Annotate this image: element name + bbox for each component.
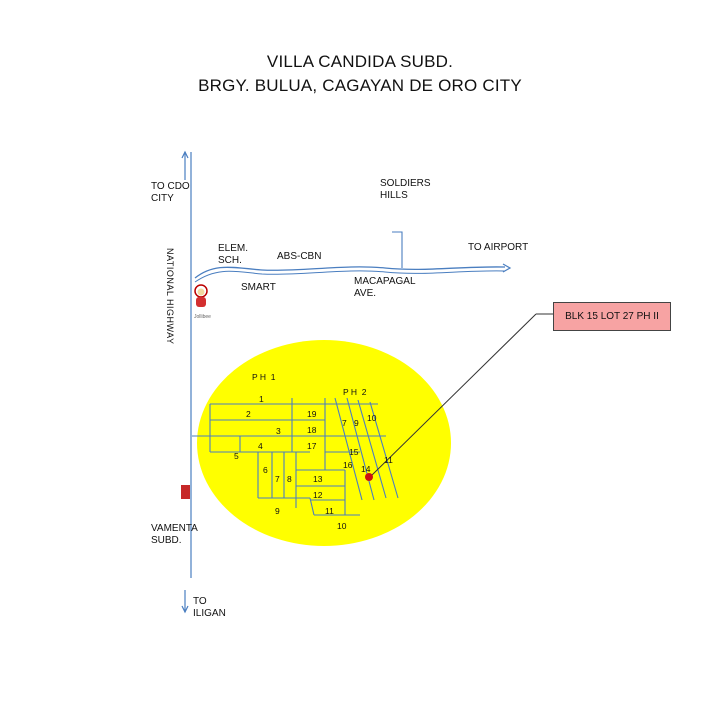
- soldiers-hills-road: [392, 231, 403, 268]
- callout-leader-line: [369, 313, 537, 478]
- vamenta-marker-icon: [181, 485, 190, 499]
- block-label: 9: [275, 506, 280, 516]
- block-label: 15: [349, 447, 359, 457]
- jollibee-caption: Jollibee: [194, 314, 211, 320]
- block-label: 12: [313, 490, 323, 500]
- block-label: 7: [275, 474, 280, 484]
- arrow-down-icon: [181, 605, 189, 614]
- macapagal-avenue-road: [194, 266, 506, 279]
- block-label: 3: [276, 426, 281, 436]
- block-label: 17: [307, 441, 317, 451]
- label-to-cdo-city: TO CDO CITY: [151, 181, 190, 204]
- block-label: 9: [354, 418, 359, 428]
- lot-location-marker: [365, 473, 373, 481]
- subdivision-area: [197, 340, 451, 546]
- lot-callout-box: BLK 15 LOT 27 PH II: [553, 302, 671, 331]
- label-phase-1: P H 1: [252, 372, 276, 382]
- label-national-highway: NATIONAL HIGHWAY: [165, 248, 175, 345]
- block-label: 16: [343, 460, 353, 470]
- label-phase-2: P H 2: [343, 387, 367, 397]
- block-label: 7: [342, 418, 347, 428]
- block-label: 10: [337, 521, 347, 531]
- block-label: 6: [263, 465, 268, 475]
- label-smart: SMART: [241, 282, 276, 293]
- block-label: 4: [258, 441, 263, 451]
- block-label: 10: [367, 413, 377, 423]
- label-soldiers-hills: SOLDIERS HILLS: [380, 178, 431, 201]
- block-label: 19: [307, 409, 317, 419]
- block-label: 2: [246, 409, 251, 419]
- label-macapagal-ave: MACAPAGAL AVE.: [354, 276, 416, 299]
- arrow-up-icon: [181, 150, 189, 159]
- block-label: 1: [259, 394, 264, 404]
- map-subtitle: BRGY. BULUA, CAGAYAN DE ORO CITY: [198, 76, 522, 95]
- block-label: 11: [384, 455, 393, 465]
- label-to-iligan: TO ILIGAN: [193, 596, 226, 619]
- label-to-airport: TO AIRPORT: [468, 242, 529, 253]
- map-title: VILLA CANDIDA SUBD.: [266, 52, 454, 71]
- block-label: 8: [287, 474, 292, 484]
- arrow-right-icon: [502, 263, 512, 273]
- label-abs-cbn: ABS-CBN: [277, 251, 322, 262]
- jollibee-logo-icon: [194, 284, 208, 307]
- block-label: 11: [325, 506, 334, 516]
- block-label: 18: [307, 425, 317, 435]
- subdivision-streets: [192, 397, 399, 516]
- block-label: 5: [234, 451, 239, 461]
- macapagal-avenue-road-edge: [194, 270, 506, 283]
- label-vamenta-subd: VAMENTA SUBD.: [151, 523, 198, 546]
- label-elem-sch: ELEM. SCH.: [218, 243, 249, 266]
- block-label: 14: [361, 464, 371, 474]
- block-label: 13: [313, 474, 323, 484]
